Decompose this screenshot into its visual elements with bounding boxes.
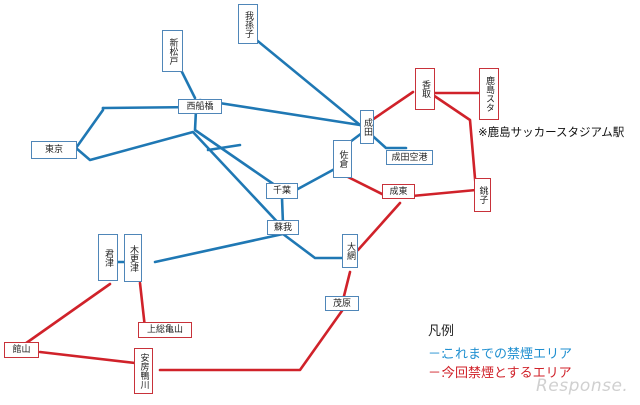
legend-previous-area: －:これまでの禁煙エリア: [428, 345, 572, 364]
line-soga-oami: [281, 232, 346, 260]
line-nishifunabashi-tokyo-keiyo: [74, 106, 105, 150]
line-nishifunabashi-soga-branch: [206, 143, 242, 152]
station-oami: 大網: [342, 234, 358, 268]
line-soga-kisarazu: [153, 232, 285, 264]
station-tokyo: 東京: [31, 141, 77, 159]
station-soga: 蘇我: [267, 220, 299, 235]
legend-current-area: －:今回禁煙とするエリア: [428, 364, 572, 383]
line-naruto-choshi: [410, 188, 478, 198]
line-tokyo-soga-keiyo: [74, 130, 285, 230]
station-abiko: 我孫子: [238, 4, 258, 44]
legend-blue-dash: －:: [428, 347, 446, 362]
legend-red-dash: －:: [428, 366, 446, 381]
line-nishifunabashi-chiba: [193, 108, 284, 192]
kashima-stadium-note: ※鹿島サッカースタジアム駅: [478, 125, 625, 139]
response-watermark: Response.: [536, 376, 629, 396]
legend-current-label: 今回禁煙とするエリア: [442, 366, 572, 381]
line-awakamogawa-tateyama: [38, 350, 137, 365]
line-abiko-narita: [252, 36, 362, 127]
station-sakura: 佐倉: [333, 140, 352, 178]
station-mobara: 茂原: [325, 296, 359, 311]
station-choshi: 銚子: [474, 178, 491, 212]
legend-title: 凡例: [428, 324, 455, 339]
line-tateyama-kimitsu: [20, 282, 112, 348]
station-chiba: 千葉: [266, 183, 298, 199]
line-katori-choshi: [428, 91, 478, 192]
station-awakamogawa: 安房鴨川: [134, 348, 153, 394]
legend-previous-label: これまでの禁煙エリア: [442, 347, 573, 362]
line-narita-katori: [370, 90, 415, 122]
station-katori: 香取: [415, 68, 435, 110]
station-naritakuko: 成田空港: [386, 150, 433, 165]
line-mobara-awakamogawa: [158, 306, 346, 372]
current-area-lines: [20, 90, 480, 372]
line-kisarazu-kazusakameyama: [138, 281, 147, 330]
legend: 凡例 －:これまでの禁煙エリア －:今回禁煙とするエリア: [428, 320, 572, 383]
station-kisarazu: 木更津: [124, 234, 142, 282]
station-kashimasuta: 鹿島スタ: [479, 68, 499, 120]
line-oami-mobara: [342, 270, 352, 298]
station-nishifunabashi: 西船橋: [178, 99, 222, 114]
line-naruto-oami: [356, 201, 402, 252]
station-kimitsu: 君津: [98, 234, 118, 281]
station-narita: 成田: [360, 110, 374, 144]
line-chiba-soga: [280, 196, 285, 226]
station-shinmatsudo: 新松戸: [162, 30, 183, 72]
previous-area-lines: [74, 36, 408, 264]
station-kazusakameyama: 上総亀山: [138, 322, 192, 338]
line-nishifunabashi-narita-sobu: [198, 98, 362, 127]
station-naruto: 成東: [382, 184, 415, 199]
station-tateyama: 館山: [4, 342, 39, 358]
